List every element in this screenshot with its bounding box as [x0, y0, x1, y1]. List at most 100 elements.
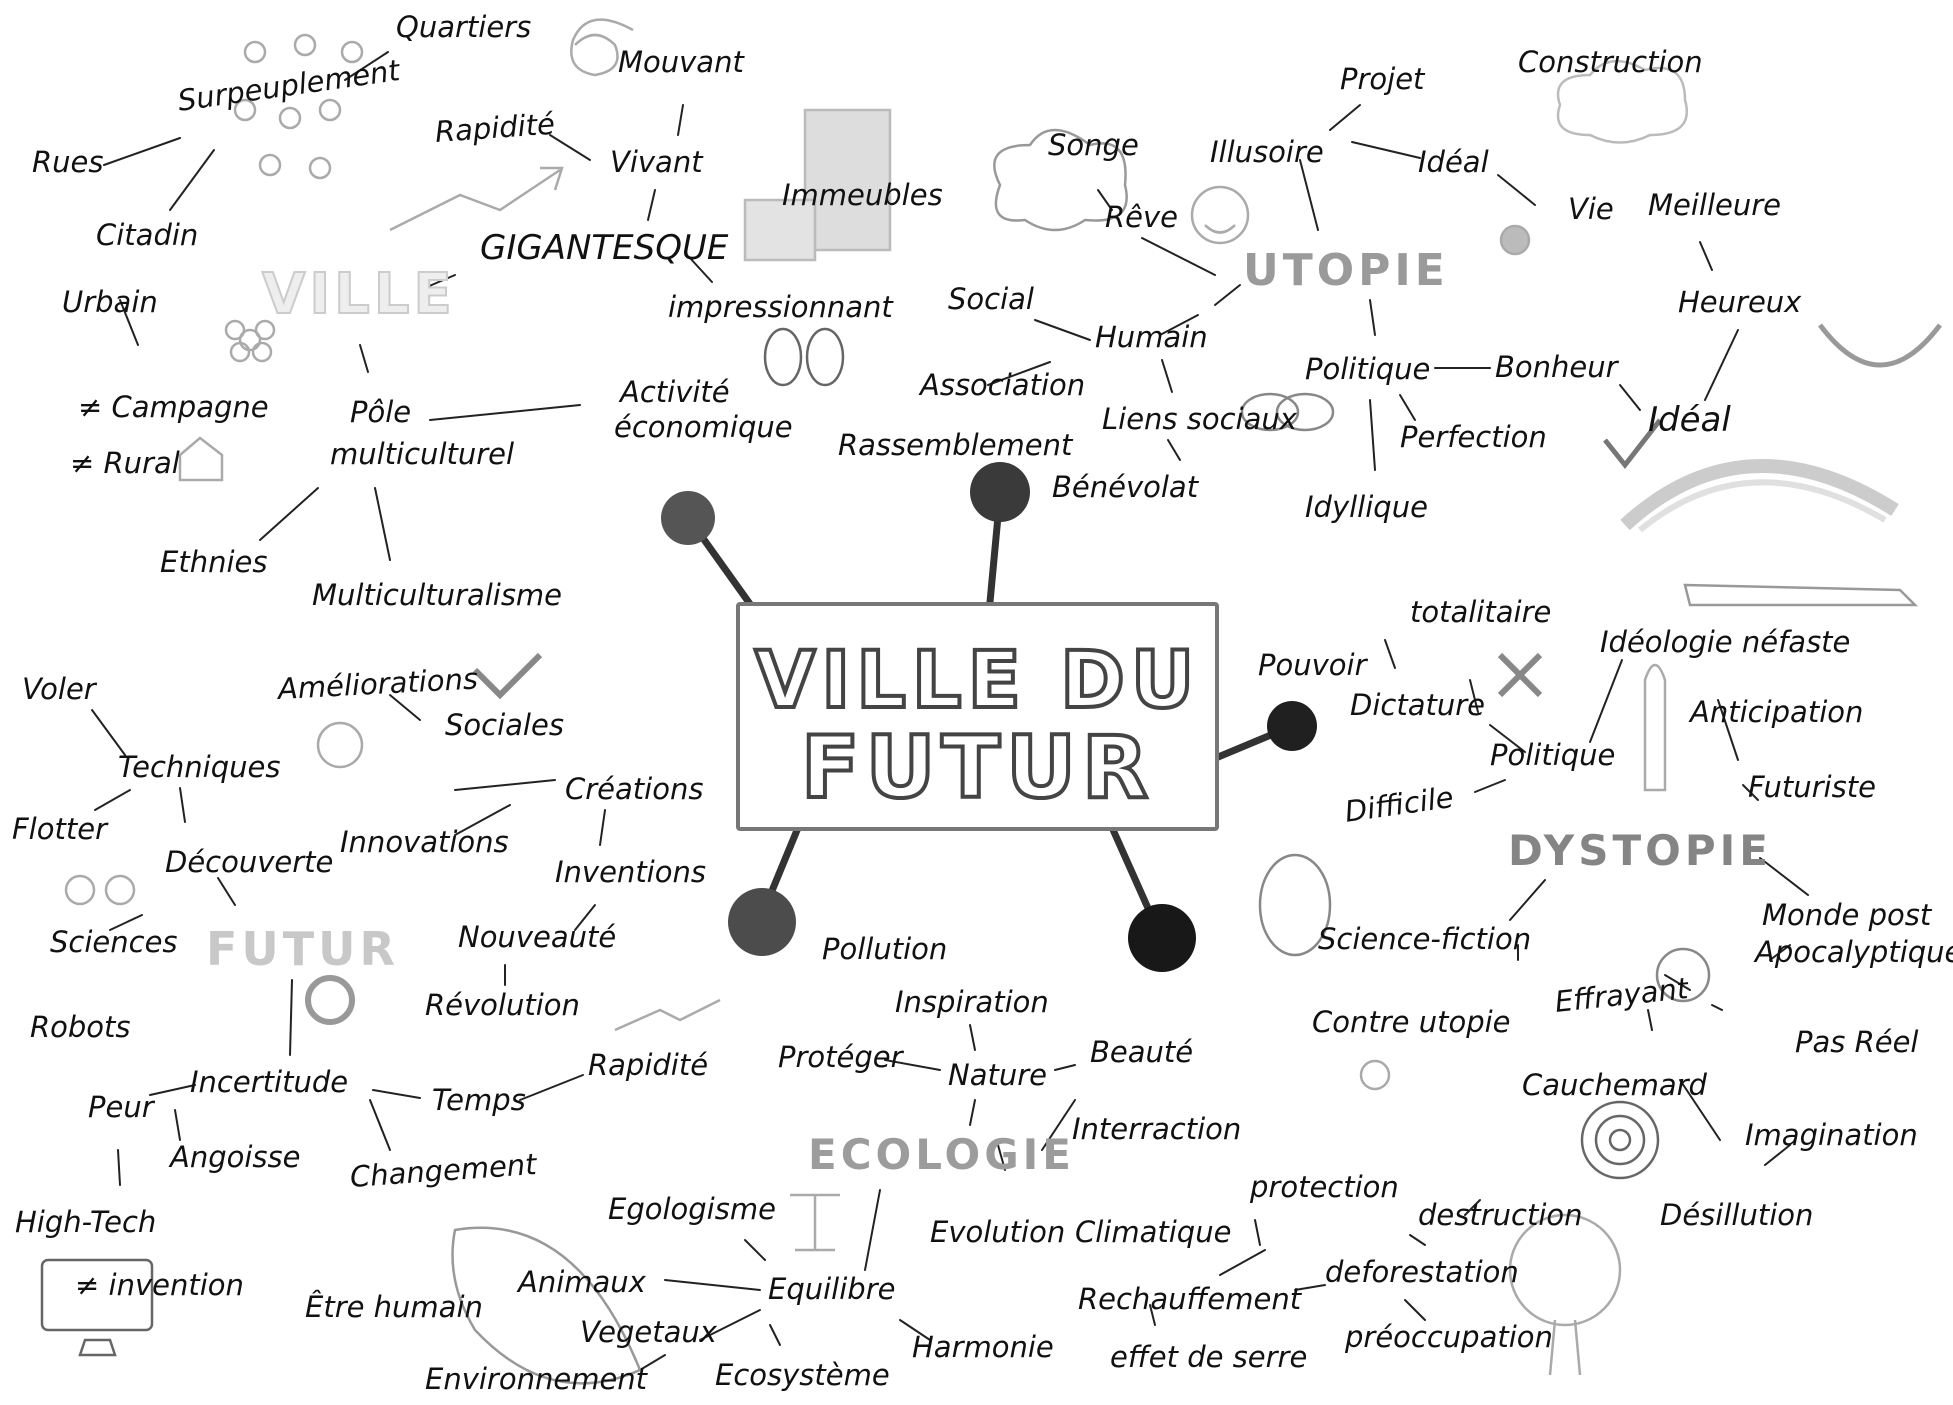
- word-pas-reel: Pas Réel: [1795, 1025, 1918, 1059]
- word-evolution: Evolution: [930, 1215, 1065, 1249]
- word-techniques: Techniques: [118, 750, 280, 784]
- word-invention-neg: ≠ invention: [75, 1268, 244, 1302]
- word-effet-de-serre: effet de serre: [1110, 1340, 1307, 1374]
- word-construction: Construction: [1518, 45, 1703, 79]
- word-ideal-top: Idéal: [1418, 145, 1489, 179]
- word-rural: ≠ Rural: [70, 446, 180, 480]
- word-economique: économique: [614, 410, 793, 444]
- word-bonheur: Bonheur: [1495, 350, 1618, 384]
- word-animaux: Animaux: [518, 1265, 646, 1299]
- word-politique-utopie: Politique: [1305, 352, 1430, 386]
- word-temps: Temps: [432, 1083, 526, 1117]
- word-humain: Humain: [1095, 320, 1208, 354]
- word-proteger: Protéger: [778, 1040, 903, 1074]
- word-imagination: Imagination: [1745, 1118, 1918, 1152]
- word-sciences: Sciences: [50, 925, 178, 959]
- theme-utopie: UTOPIE: [1243, 245, 1449, 296]
- word-creations: Créations: [565, 772, 703, 806]
- word-apocalyptique: Apocalyptique: [1755, 935, 1953, 969]
- word-illusoire: Illusoire: [1210, 135, 1324, 169]
- word-benevolat: Bénévolat: [1052, 470, 1198, 504]
- word-perfection: Perfection: [1400, 420, 1547, 454]
- word-quartiers: Quartiers: [396, 10, 531, 44]
- word-angoisse: Angoisse: [170, 1140, 301, 1174]
- word-preoccupation: préoccupation: [1345, 1320, 1553, 1354]
- word-deforestation: deforestation: [1325, 1255, 1519, 1289]
- word-climatique: Climatique: [1075, 1215, 1231, 1249]
- word-politique-dystopie: Politique: [1490, 738, 1615, 772]
- word-vegetaux: Vegetaux: [580, 1315, 717, 1349]
- word-ideal-right: Idéal: [1648, 400, 1731, 440]
- word-activite: Activité: [620, 375, 730, 409]
- word-inspiration: Inspiration: [895, 985, 1049, 1019]
- word-peur: Peur: [88, 1090, 154, 1124]
- theme-dystopie: DYSTOPIE: [1508, 826, 1772, 875]
- word-pouvoir: Pouvoir: [1258, 648, 1367, 682]
- word-revolution: Révolution: [425, 988, 580, 1022]
- word-multiculturalisme: Multiculturalisme: [312, 578, 562, 612]
- word-protection: protection: [1250, 1170, 1399, 1204]
- word-anticipation: Anticipation: [1690, 695, 1863, 729]
- word-egologisme: Egologisme: [608, 1192, 776, 1226]
- word-beaute: Beauté: [1090, 1035, 1193, 1069]
- word-futuriste: Futuriste: [1748, 770, 1876, 804]
- word-campagne: ≠ Campagne: [78, 390, 269, 424]
- word-songe: Songe: [1048, 128, 1139, 162]
- central-topic-box: VILLE DU FUTUR: [736, 602, 1219, 831]
- word-etre-humain: Être humain: [305, 1290, 483, 1324]
- word-vie: Vie: [1568, 192, 1614, 226]
- word-heureux: Heureux: [1678, 285, 1801, 319]
- word-inventions: Inventions: [555, 855, 706, 889]
- word-projet: Projet: [1340, 62, 1424, 96]
- word-impressionnant: impressionnant: [668, 290, 893, 324]
- word-mouvant: Mouvant: [618, 45, 744, 79]
- central-title-line-1: VILLE DU: [740, 636, 1215, 726]
- word-social: Social: [948, 282, 1034, 316]
- word-citadin: Citadin: [96, 218, 198, 252]
- word-interraction: Interraction: [1072, 1112, 1241, 1146]
- word-rechauffement: Rechauffement: [1078, 1282, 1301, 1316]
- word-idyllique: Idyllique: [1305, 490, 1428, 524]
- word-science-fiction: Science-fiction: [1318, 922, 1531, 956]
- word-nature: Nature: [948, 1058, 1047, 1092]
- theme-futur: FUTUR: [206, 922, 399, 976]
- central-title-line-2: FUTUR: [740, 718, 1215, 818]
- word-nouveaute: Nouveauté: [458, 920, 616, 954]
- word-rapidite-futur: Rapidité: [588, 1048, 708, 1082]
- word-pole: Pôle: [350, 395, 411, 429]
- word-sociales: Sociales: [445, 708, 564, 742]
- word-association: Association: [920, 368, 1085, 402]
- word-ecosysteme: Ecosystème: [715, 1358, 890, 1392]
- word-vivant: Vivant: [610, 145, 703, 179]
- word-cauchemard: Cauchemard: [1522, 1068, 1707, 1102]
- word-flotter: Flotter: [12, 812, 107, 846]
- word-innovations: Innovations: [340, 825, 509, 859]
- theme-ecologie: ECOLOGIE: [808, 1130, 1075, 1179]
- word-voler: Voler: [22, 672, 96, 706]
- word-destruction: destruction: [1418, 1198, 1583, 1232]
- word-dictature: Dictature: [1350, 688, 1485, 722]
- word-desillution: Désillution: [1660, 1198, 1813, 1232]
- word-contre-utopie: Contre utopie: [1312, 1005, 1511, 1039]
- word-pollution: Pollution: [822, 932, 947, 966]
- word-liens-sociaux: Liens sociaux: [1102, 402, 1297, 436]
- word-incertitude: Incertitude: [190, 1065, 348, 1099]
- word-ethnies: Ethnies: [160, 545, 267, 579]
- word-totalitaire: totalitaire: [1410, 595, 1551, 629]
- word-robots: Robots: [30, 1010, 131, 1044]
- word-equilibre: Equilibre: [768, 1272, 895, 1306]
- word-gigantesque: GIGANTESQUE: [480, 228, 728, 268]
- word-environnement: Environnement: [425, 1362, 647, 1396]
- word-reve: Rêve: [1105, 200, 1178, 234]
- word-decouverte: Découverte: [165, 845, 333, 879]
- word-high-tech: High-Tech: [15, 1205, 156, 1239]
- word-rassemblement: Rassemblement: [838, 428, 1072, 462]
- word-monde-post: Monde post: [1762, 898, 1931, 932]
- word-rues: Rues: [32, 145, 103, 179]
- word-meilleure: Meilleure: [1648, 188, 1781, 222]
- theme-ville: VILLE: [262, 262, 456, 327]
- word-ideologie: Idéologie néfaste: [1600, 625, 1850, 659]
- word-urbain: Urbain: [62, 285, 158, 319]
- word-harmonie: Harmonie: [912, 1330, 1054, 1364]
